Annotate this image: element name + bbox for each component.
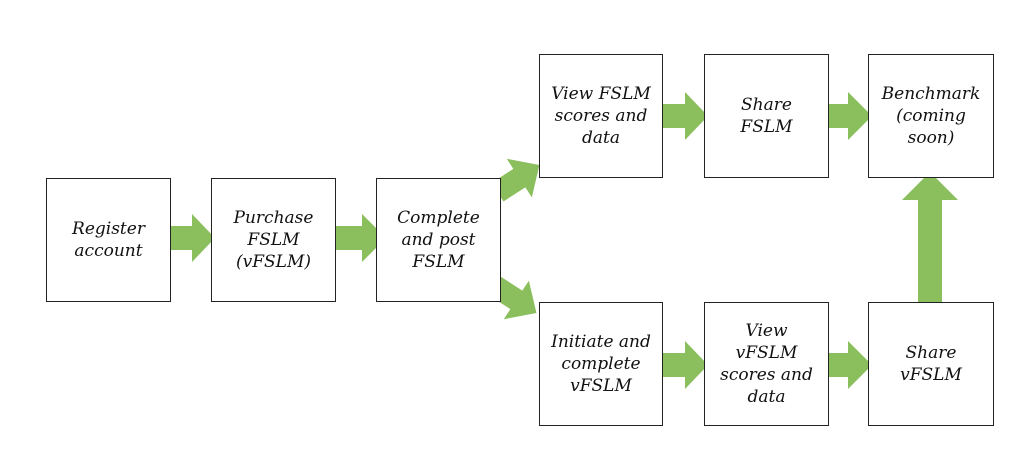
arrow-share-vfslm-to-benchmark: [902, 172, 958, 306]
node-label: Initiate and complete vFSLM: [551, 332, 651, 396]
node-label: Share FSLM: [740, 95, 793, 137]
node-complete-and-post-fslm: Complete and post FSLM: [376, 178, 501, 302]
node-share-fslm: Share FSLM: [704, 54, 829, 178]
node-register-account: Register account: [46, 178, 171, 302]
arrow-initiate-to-view-vfslm: [660, 341, 708, 389]
arrow-purchase-to-complete: [335, 214, 386, 262]
node-benchmark: Benchmark (coming soon): [868, 54, 994, 178]
arrow-share-fslm-to-benchmark: [823, 92, 872, 140]
node-label: View vFSLM scores and data: [720, 321, 813, 407]
node-label: Benchmark (coming soon): [881, 84, 981, 148]
node-label: Share vFSLM: [900, 343, 962, 385]
node-purchase-fslm: Purchase FSLM (vFSLM): [211, 178, 336, 302]
arrow-complete-to-view-fslm: [491, 158, 540, 202]
arrow-view-fslm-to-share-fslm: [662, 92, 708, 140]
node-view-vfslm-scores: View vFSLM scores and data: [704, 302, 829, 426]
node-label: Complete and post FSLM: [397, 208, 480, 272]
node-share-vfslm: Share vFSLM: [868, 302, 994, 426]
arrow-view-vfslm-to-share-vfslm: [823, 341, 872, 389]
node-label: Purchase FSLM (vFSLM): [233, 208, 314, 272]
node-label: Register account: [72, 219, 145, 261]
node-initiate-and-complete-vfslm: Initiate and complete vFSLM: [539, 302, 663, 426]
arrow-register-to-purchase: [165, 214, 215, 262]
node-label: View FSLM scores and data: [551, 84, 651, 148]
node-view-fslm-scores: View FSLM scores and data: [539, 54, 663, 178]
